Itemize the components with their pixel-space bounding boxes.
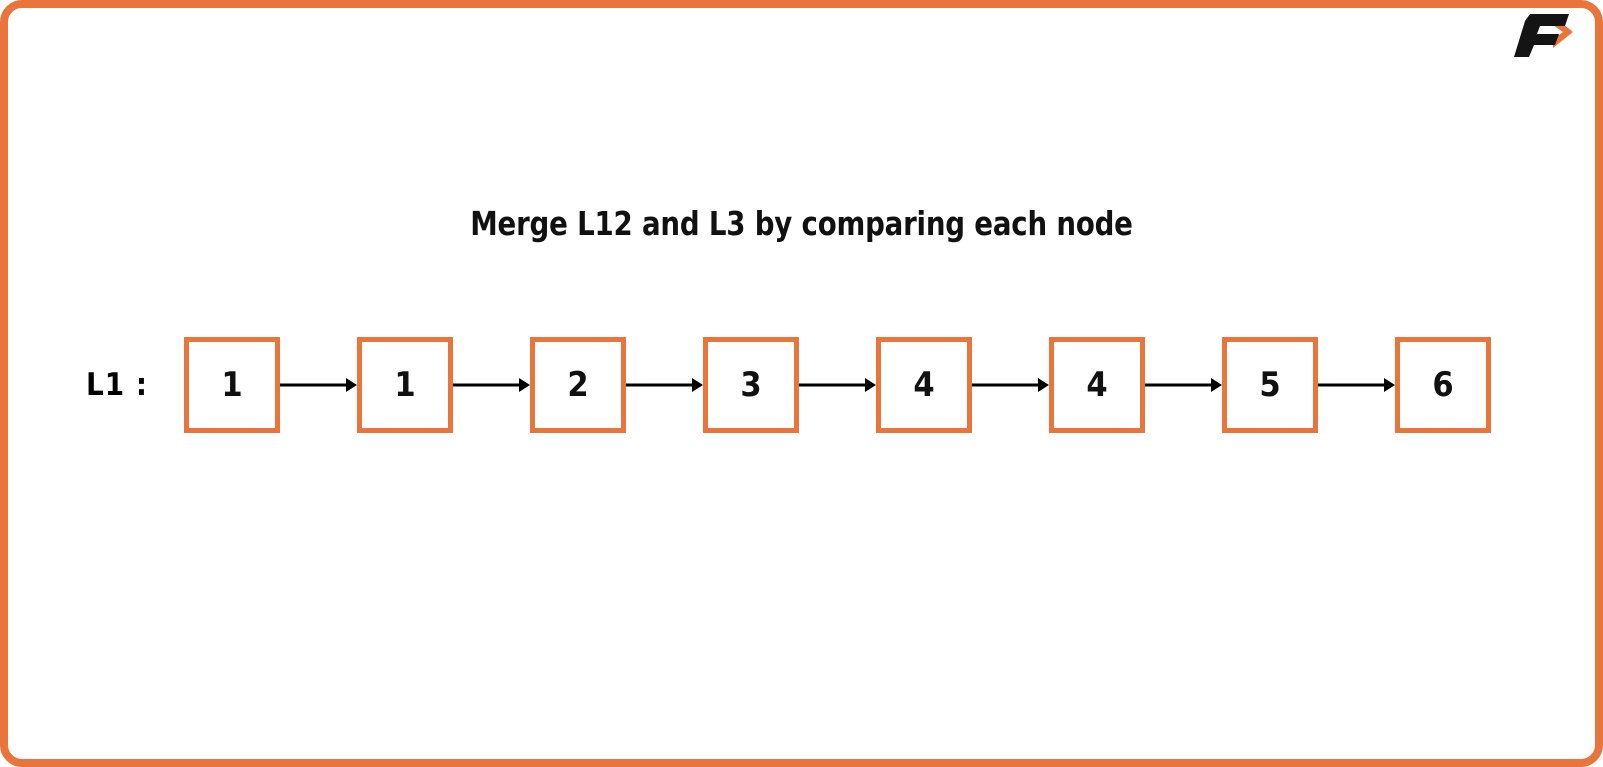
logo-f-arrow-icon — [1514, 14, 1573, 57]
next-pointer-arrow-icon — [1318, 375, 1395, 395]
next-pointer-arrow-icon — [972, 375, 1049, 395]
node-chain: 1 1 2 — [184, 337, 1491, 433]
list-node[interactable]: 4 — [1049, 337, 1145, 433]
list-node[interactable]: 6 — [1395, 337, 1491, 433]
list-node[interactable]: 1 — [357, 337, 453, 433]
list-node[interactable]: 5 — [1222, 337, 1318, 433]
list-node[interactable]: 1 — [184, 337, 280, 433]
page-title: Merge L12 and L3 by comparing each node — [470, 204, 1133, 243]
node-value: 5 — [1259, 365, 1281, 405]
node-value: 4 — [913, 365, 935, 405]
node-value: 6 — [1432, 365, 1454, 405]
node-value: 2 — [567, 365, 589, 405]
logo-letter-f-shape — [1514, 14, 1569, 57]
next-pointer-arrow-icon — [1145, 375, 1222, 395]
list-node[interactable]: 2 — [530, 337, 626, 433]
node-value: 1 — [221, 365, 243, 405]
brand-logo — [1503, 10, 1581, 60]
list-node[interactable]: 4 — [876, 337, 972, 433]
next-pointer-arrow-icon — [626, 375, 703, 395]
node-value: 3 — [740, 365, 762, 405]
node-value: 1 — [394, 365, 416, 405]
next-pointer-arrow-icon — [799, 375, 876, 395]
list-label-l1: L1 : — [86, 367, 149, 403]
list-node[interactable]: 3 — [703, 337, 799, 433]
next-pointer-arrow-icon — [453, 375, 530, 395]
next-pointer-arrow-icon — [280, 375, 357, 395]
node-value: 4 — [1086, 365, 1108, 405]
linked-list-row: L1 : 1 1 2 — [86, 330, 1491, 440]
